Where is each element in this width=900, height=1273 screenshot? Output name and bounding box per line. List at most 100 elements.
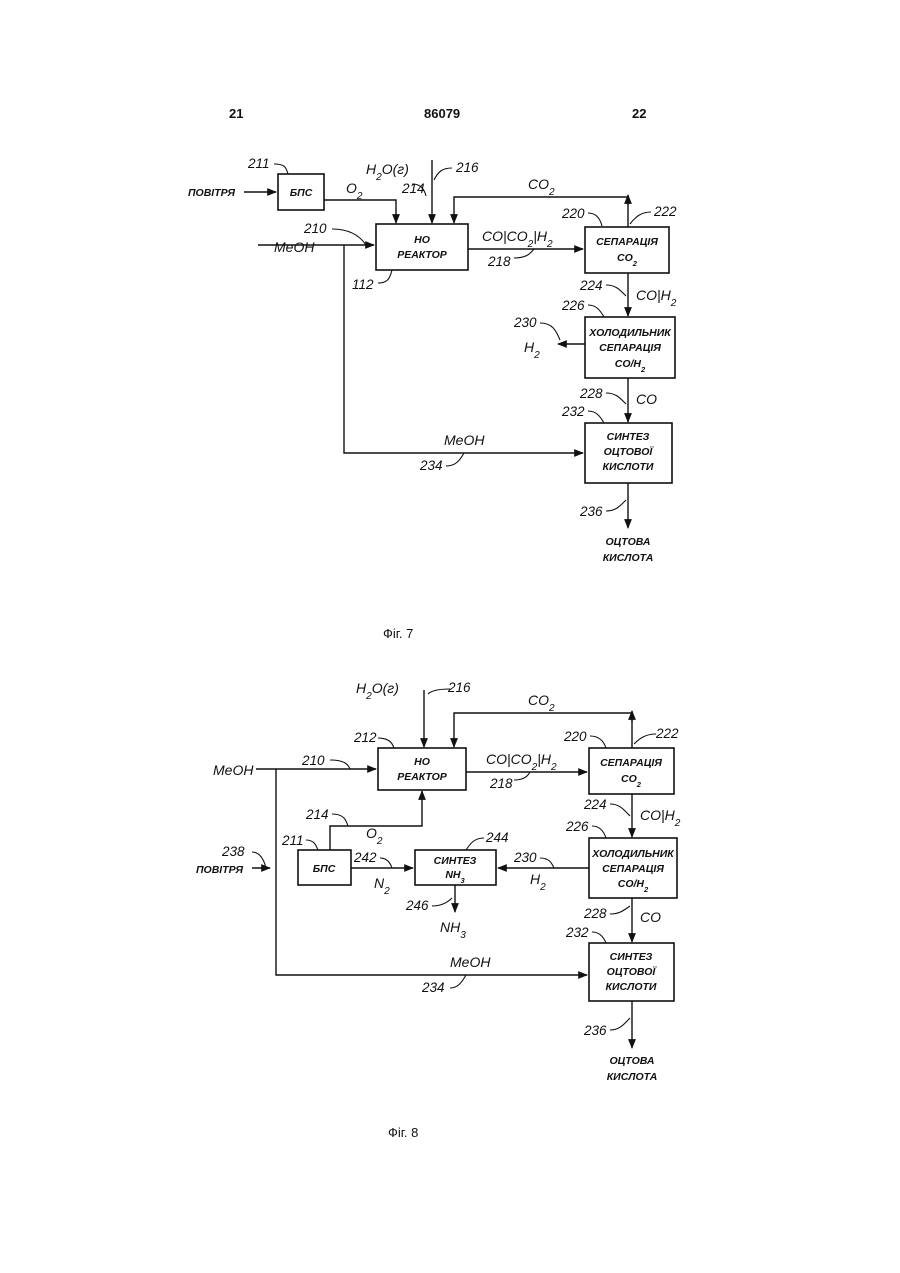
fig8-air-label: ПОВІТРЯ: [196, 864, 243, 876]
fig7-ref-112: 112: [352, 277, 374, 292]
fig7-ref-236: 236: [579, 504, 603, 519]
fig8-leader-216: [428, 689, 450, 694]
fig8-ref-242: 242: [353, 850, 377, 865]
fig8-leader-236: [610, 1018, 630, 1030]
fig8-leader-212: [378, 738, 394, 748]
fig8-leader-226: [592, 826, 606, 838]
fig7-leader-210: [332, 229, 366, 245]
fig7-h2-label: H2: [524, 339, 540, 361]
fig7-ref-224: 224: [579, 278, 603, 293]
fig8-ref-211: 211: [281, 833, 304, 848]
fig7-reactor-box: [376, 224, 468, 270]
fig8-leader-224: [610, 804, 630, 816]
fig8-ref-224: 224: [583, 797, 607, 812]
fig8-product-label-2: КИСЛОТА: [607, 1071, 658, 1083]
fig7-ref-220: 220: [561, 206, 585, 221]
fig8-ref-226: 226: [565, 819, 589, 834]
fig7-ref-228: 228: [579, 386, 603, 401]
fig7-leader-232: [588, 411, 604, 423]
fig7-acid-synth-label-2: ОЦТОВОЇ: [604, 445, 655, 458]
fig8-sep-co2-label-1: СЕПАРАЦІЯ: [600, 757, 662, 769]
fig8-ref-232: 232: [565, 925, 589, 940]
fig7-ref-218: 218: [487, 254, 511, 269]
fig7-leader-224: [606, 285, 626, 296]
fig8-h2o-label: H2O(г): [356, 680, 399, 702]
fig8-ref-214: 214: [305, 807, 329, 822]
fig7-leader-216: [434, 168, 452, 180]
fig8-ref-220: 220: [563, 729, 587, 744]
fig7-sep-co2-box: [585, 227, 669, 273]
fig8-leader-234: [450, 975, 466, 988]
fig8-caption: Фіг. 8: [388, 1125, 418, 1140]
fig8-bps-label: БПС: [313, 863, 336, 875]
fig7-ref-230: 230: [513, 315, 537, 330]
fig7-reactor-label-2: РЕАКТОР: [397, 249, 448, 261]
fig8-leader-238: [252, 852, 266, 868]
fig8-meoh-feed-label: MeOH: [450, 954, 491, 970]
fig7-air-label: ПОВІТРЯ: [188, 187, 235, 199]
fig7-product-label-2: КИСЛОТА: [603, 552, 654, 564]
fig8-leader-214: [332, 814, 348, 826]
fig7-h2o-label: H2O(г): [366, 161, 409, 183]
fig8-co2-label: CO2: [528, 692, 555, 714]
fig7-leader-236: [606, 500, 626, 511]
fig8-cooler-label-1: ХОЛОДИЛЬНИК: [591, 848, 675, 860]
fig8-n2-label: N2: [374, 875, 390, 897]
fig8-leader-220: [590, 736, 606, 748]
fig8-acid-synth-label-1: СИНТЕЗ: [610, 951, 653, 963]
fig8-syngas-label: CO|CO2|H2: [486, 751, 557, 773]
fig8-leader-246: [432, 898, 452, 906]
fig8-nh3-label: NH3: [440, 919, 466, 941]
fig8-reactor-label-2: РЕАКТОР: [397, 771, 448, 783]
fig7-sep-co2-label-1: СЕПАРАЦІЯ: [596, 236, 658, 248]
fig8-co-h2-label: CO|H2: [640, 807, 681, 829]
fig7-ref-226: 226: [561, 298, 585, 313]
fig8-o2-label: O2: [366, 825, 383, 847]
fig8-acid-synth-label-3: КИСЛОТИ: [606, 981, 657, 993]
fig7-co-h2-label: CO|H2: [636, 287, 677, 309]
fig7-ref-210: 210: [303, 221, 327, 236]
fig8-ref-212: 212: [353, 730, 377, 745]
fig8-h2-label: H2: [530, 871, 546, 893]
fig7-co2-recycle-arrow: [454, 197, 628, 227]
fig8-ref-244: 244: [485, 830, 509, 845]
fig7-leader-112: [378, 270, 392, 283]
fig7-reactor-label-1: НО: [414, 234, 430, 246]
fig8-reactor-label-1: НО: [414, 756, 430, 768]
fig8-sep-co2-box: [589, 748, 674, 794]
fig7-leader-211: [274, 164, 288, 174]
fig7-leader-222: [630, 212, 651, 224]
fig7-syngas-label: CO|CO2|H2: [482, 228, 553, 250]
fig7-leader-234: [446, 453, 464, 466]
fig7-leader-226: [588, 305, 604, 317]
fig7-meoh-feed-label: MeOH: [444, 432, 485, 448]
fig7-ref-211: 211: [247, 156, 270, 171]
fig8-leader-232: [592, 932, 606, 943]
figure-8: НО РЕАКТОР СЕПАРАЦІЯ CO2 БПС СИНТЕЗ NH3 …: [196, 680, 681, 1083]
fig7-o2-arrow: [324, 200, 396, 223]
fig8-ref-230: 230: [513, 850, 537, 865]
fig7-co-label: CO: [636, 391, 657, 407]
fig8-cooler-label-2: СЕПАРАЦІЯ: [602, 863, 664, 875]
fig8-ref-246: 246: [405, 898, 429, 913]
fig8-leader-211: [306, 840, 318, 850]
fig8-co2-recycle-arrow: [454, 713, 632, 748]
fig8-ref-238: 238: [221, 844, 245, 859]
fig7-meoh-bypass-arrow: [344, 245, 583, 453]
fig7-caption: Фіг. 7: [383, 626, 413, 641]
fig8-leader-210: [330, 760, 350, 769]
fig8-ref-236: 236: [583, 1023, 607, 1038]
fig7-co2-label: CO2: [528, 176, 555, 198]
fig7-leader-218: [514, 249, 534, 258]
figure-7: БПС НО РЕАКТОР СЕПАРАЦІЯ CO2 ХОЛОДИЛЬНИК…: [188, 156, 677, 564]
fig8-ref-234: 234: [421, 980, 445, 995]
fig8-meoh-label: MeOH: [213, 762, 254, 778]
fig8-ref-216: 216: [447, 680, 471, 695]
fig7-ref-214: 214: [401, 181, 425, 196]
fig7-ref-216: 216: [455, 160, 479, 175]
fig8-leader-244: [466, 838, 484, 850]
fig7-product-label-1: ОЦТОВА: [605, 536, 650, 548]
fig8-leader-230: [540, 858, 554, 868]
fig7-leader-230: [540, 323, 560, 340]
